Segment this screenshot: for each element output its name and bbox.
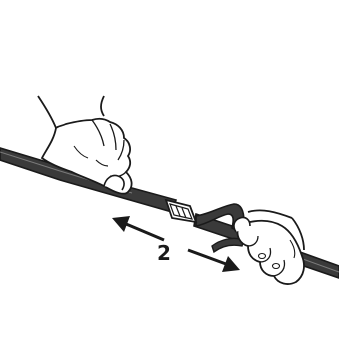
step-number-label: 2 [157, 241, 171, 265]
pull-right-arrow-icon [188, 250, 240, 272]
right-hand-icon [234, 210, 304, 284]
pull-left-arrow-icon [112, 216, 164, 240]
cam-buckle-icon [166, 200, 196, 222]
